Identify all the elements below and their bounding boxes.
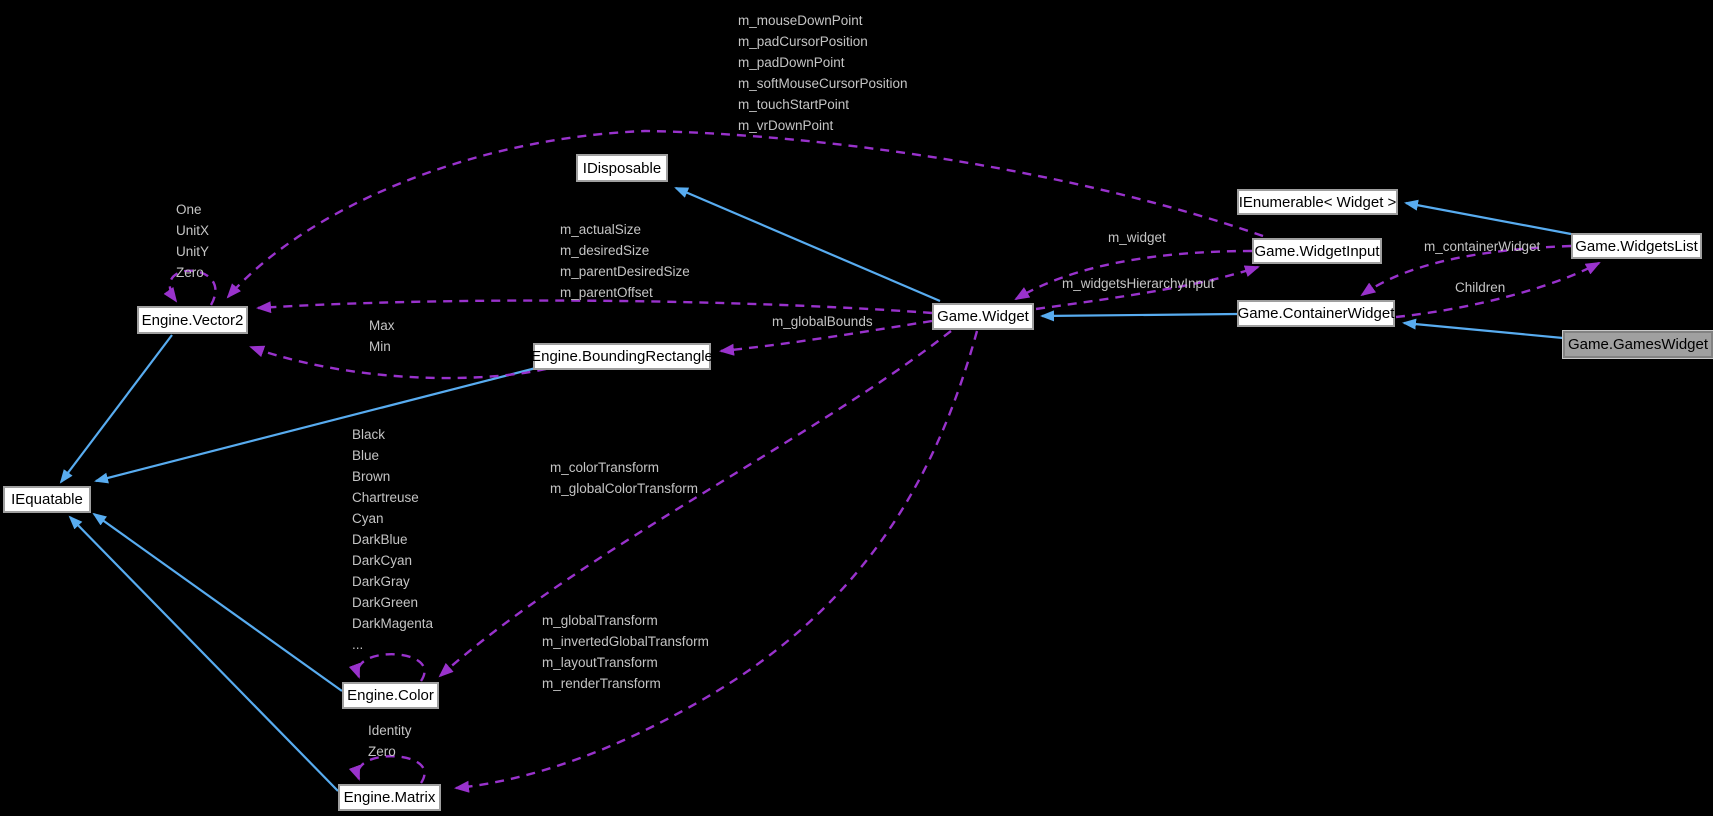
edge-vector2-to-vector2 [163,269,217,306]
node-widgetinput[interactable]: Game.WidgetInput [1252,238,1382,264]
edge-label-e_widget_input: m_widgetsHierarchyInput [1062,273,1214,294]
edge-widgetslist-to-containerwidget [1360,244,1572,297]
edge-label-line: DarkCyan [352,553,413,568]
edge-label-line: Zero [368,744,396,759]
edge-label-line: m_parentDesiredSize [560,264,690,279]
node-containerwidget[interactable]: Game.ContainerWidget [1237,300,1395,327]
edge-label-line: m_layoutTransform [542,655,658,670]
edge-label-line: Max [369,318,395,333]
edge-label-line: m_padDownPoint [738,55,845,70]
edge-vector2-to-iequatable [59,334,173,484]
edge-matrix-to-matrix [348,755,426,784]
edge-widgetinput-to-vector2 [226,129,1264,299]
edge-label-line: m_renderTransform [542,676,661,691]
edge-label-e_wlist_container: m_containerWidget [1424,236,1540,257]
edge-label-line: m_colorTransform [550,460,660,475]
edge-label-line: One [176,202,202,217]
node-gameswidget[interactable]: Game.GamesWidget [1562,330,1713,359]
edge-label-e_container_wlist: Children [1455,277,1505,298]
edge-label-line: UnitY [176,244,210,259]
edge-label-line: DarkGray [352,574,410,589]
edge-label-line: m_widgetsHierarchyInput [1062,276,1215,291]
node-ienumerable[interactable]: IEnumerable< Widget > [1237,189,1398,215]
node-idisposable[interactable]: IDisposable [576,154,668,182]
node-matrix[interactable]: Engine.Matrix [338,784,441,811]
edge-gameswidget-to-containerwidget [1402,318,1564,340]
edge-containerwidget-to-widgetslist [1395,261,1601,319]
edge-label-line: UnitX [176,223,210,238]
edge-label-line: Black [352,427,386,442]
edge-widgetinput-to-widget [1014,249,1253,301]
node-widget[interactable]: Game.Widget [932,303,1034,330]
edge-label-line: Cyan [352,511,384,526]
edge-label-line: m_actualSize [560,222,642,237]
edge-label-line: m_desiredSize [560,243,650,258]
edge-label-line: DarkMagenta [352,616,434,631]
edge-color-to-iequatable [92,512,343,692]
edge-containerwidget-to-widget [1040,310,1238,322]
edge-label-e_input_vector2: m_mouseDownPoint m_padCursorPosition m_pad… [738,10,908,136]
edge-label-line: m_softMouseCursorPosition [738,76,908,91]
edge-label-line: m_widget [1108,230,1166,245]
edge-label-line: DarkGreen [352,595,419,610]
edge-widget-to-widgetinput [1035,265,1260,311]
node-iequatable[interactable]: IEquatable [3,486,91,513]
edge-label-line: Min [369,339,391,354]
edge-label-line: Children [1455,280,1506,295]
edge-label-line: Chartreuse [352,490,419,505]
edge-label-line: m_touchStartPoint [738,97,850,112]
edge-label-line: m_invertedGlobalTransform [542,634,709,649]
edge-widget-to-idisposable [674,186,941,303]
edge-boundingrectangle-to-iequatable [94,366,537,484]
edge-label-line: Blue [352,448,380,463]
edge-label-line: Zero [176,265,204,280]
edge-label-e_input_widget: m_widget [1108,227,1166,248]
edge-widget-to-matrix [454,330,979,793]
edge-label-line: m_containerWidget [1424,239,1541,254]
edge-label-line: ... [352,637,364,652]
edge-widget-to-vector2 [256,299,933,315]
edge-matrix-to-iequatable [68,515,339,792]
edge-label-line: m_globalBounds [772,314,873,329]
node-color[interactable]: Engine.Color [342,682,439,709]
edge-label-line: m_mouseDownPoint [738,13,863,28]
edge-label-line: m_globalTransform [542,613,658,628]
node-boundingrectangle[interactable]: Engine.BoundingRectangle [531,343,713,370]
edge-label-e_widget_color: m_colorTransform m_globalColorTransform [550,457,698,499]
node-widgetslist[interactable]: Game.WidgetsList [1571,233,1702,259]
edge-color-to-color [348,653,426,682]
edge-label-e_widget_matrix: m_globalTransform m_invertedGlobalTransfo… [542,610,709,694]
edge-label-line: Brown [352,469,391,484]
node-vector2[interactable]: Engine.Vector2 [137,306,248,334]
edge-label-e_widget_vector2: m_actualSize m_desiredSize m_parentDesired… [560,219,690,303]
edge-label-line: m_globalColorTransform [550,481,699,496]
edge-label-line: m_parentOffset [560,285,653,300]
edge-boundingrectangle-to-vector2 [249,345,547,380]
edge-label-line: Identity [368,723,412,738]
edge-label-e_widget_br: m_globalBounds [772,311,873,332]
edge-label-line: m_vrDownPoint [738,118,834,133]
edge-widget-to-color [438,330,952,678]
edge-label-line: m_padCursorPosition [738,34,868,49]
edge-widgetslist-to-ienumerable [1404,199,1572,236]
edge-label-line: DarkBlue [352,532,408,547]
